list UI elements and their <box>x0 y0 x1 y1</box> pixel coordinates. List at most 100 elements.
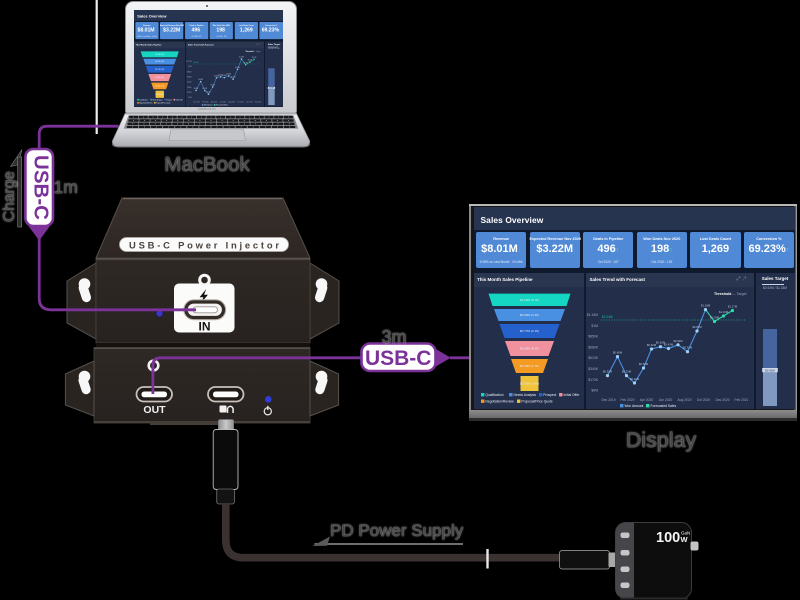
svg-text:$0.66M: $0.66M <box>612 351 622 355</box>
svg-text:Negotiation/Review: Negotiation/Review <box>485 400 514 404</box>
svg-text:$1.04M (3.7K): $1.04M (3.7K) <box>519 298 538 302</box>
svg-text:$0.60M (1.7K): $0.60M (1.7K) <box>519 364 538 368</box>
svg-text:$0.50M: $0.50M <box>638 362 648 366</box>
svg-text:$0.32M: $0.32M <box>621 370 631 374</box>
svg-text:$850K: $850K <box>588 335 599 339</box>
svg-text:Threshold: Threshold <box>245 51 253 53</box>
svg-text:$1.17M: $1.17M <box>252 57 256 59</box>
svg-text:$0.43M: $0.43M <box>663 343 673 347</box>
svg-text:W: W <box>681 535 689 544</box>
svg-text:$0.11M: $0.11M <box>629 377 639 381</box>
svg-text:IN: IN <box>199 320 211 334</box>
svg-text:$0.87M: $0.87M <box>235 67 239 69</box>
svg-text:Aug 2020: Aug 2020 <box>677 398 691 402</box>
svg-text:Proposal/Price Quote: Proposal/Price Quote <box>521 400 553 404</box>
svg-text:$0.60M (1.7K): $0.60M (1.7K) <box>155 86 164 88</box>
svg-text:$1.03M: $1.03M <box>244 63 248 65</box>
svg-text:$1.03M: $1.03M <box>709 316 719 320</box>
svg-text:$0.62M: $0.62M <box>227 74 231 76</box>
svg-text:OUT: OUT <box>143 404 166 416</box>
svg-text:Jun 2020: Jun 2020 <box>220 102 226 104</box>
svg-text:$0.32M: $0.32M <box>194 88 198 90</box>
svg-text:$0.77M (2.1K): $0.77M (2.1K) <box>519 329 538 333</box>
svg-text:USB-C: USB-C <box>29 155 52 220</box>
svg-text:— Target: — Target <box>732 292 747 296</box>
svg-text:$1.19M: $1.19M <box>239 57 243 59</box>
svg-text:$0.32M: $0.32M <box>602 370 612 374</box>
svg-text:Forecasted Sales: Forecasted Sales <box>650 404 676 408</box>
svg-text:$510K: $510K <box>588 356 599 360</box>
svg-text:Needs Analysis: Needs Analysis <box>152 99 163 102</box>
svg-text:$170K: $170K <box>187 92 192 94</box>
svg-text:Aug 2020: Aug 2020 <box>228 101 235 104</box>
svg-text:Threshold: Threshold <box>714 292 731 296</box>
svg-text:$0.32M: $0.32M <box>231 77 235 79</box>
svg-text:$0.92M: $0.92M <box>269 88 274 90</box>
svg-text:Proposal/Price Quote: Proposal/Price Quote <box>156 102 171 105</box>
svg-text:Prospect: Prospect <box>543 393 556 397</box>
svg-text:Negotiation/Review: Negotiation/Review <box>139 102 153 105</box>
svg-text:$0.62M: $0.62M <box>218 75 222 77</box>
svg-text:Jun 2020: Jun 2020 <box>658 398 672 402</box>
svg-text:$340K: $340K <box>588 367 599 371</box>
svg-text:$0.92M (4.3K): $0.92M (4.3K) <box>519 313 538 317</box>
svg-text:Apr 2020: Apr 2020 <box>211 101 217 104</box>
svg-text:$0M: $0M <box>189 97 193 99</box>
svg-text:Feb 2020: Feb 2020 <box>620 398 634 402</box>
svg-text:— Target: — Target <box>254 50 261 53</box>
svg-text:$0.62M: $0.62M <box>655 341 665 345</box>
svg-text:Qualification: Qualification <box>485 393 503 397</box>
svg-text:$0.55M (0.8K): $0.55M (0.8K) <box>519 382 538 386</box>
svg-text:Oct 2020: Oct 2020 <box>696 398 710 402</box>
svg-text:$0.62M: $0.62M <box>646 343 656 347</box>
svg-text:Initial Offer: Initial Offer <box>176 99 184 102</box>
svg-text:Prospect: Prospect <box>166 99 173 102</box>
svg-text:$0.77M (2.1K): $0.77M (2.1K) <box>155 69 164 71</box>
svg-text:Initial Offer: Initial Offer <box>563 393 580 397</box>
svg-text:Forecasted Sales: Forecasted Sales <box>216 104 228 107</box>
svg-text:$680K: $680K <box>588 345 599 349</box>
svg-text:$510K: $510K <box>187 82 192 84</box>
svg-text:Won Amount: Won Amount <box>624 404 643 408</box>
svg-text:Needs Analysis: Needs Analysis <box>513 393 536 397</box>
svg-text:$0.62M: $0.62M <box>214 76 218 78</box>
svg-text:Dec 2019: Dec 2019 <box>193 102 200 104</box>
svg-text:$0.69M (8.1K): $0.69M (8.1K) <box>519 347 538 351</box>
svg-text:Feb 2021: Feb 2021 <box>734 398 748 402</box>
svg-text:Won Amount: Won Amount <box>204 104 213 107</box>
svg-text:GaN: GaN <box>681 531 690 536</box>
svg-text:$0.69M (8.1K): $0.69M (8.1K) <box>155 77 164 79</box>
svg-text:$1.04M: $1.04M <box>193 62 199 64</box>
svg-text:Dec 2020: Dec 2020 <box>715 398 729 402</box>
svg-text:$170K: $170K <box>588 378 599 382</box>
svg-text:$1M: $1M <box>591 324 598 328</box>
svg-text:$0.92M: $0.92M <box>765 368 775 372</box>
svg-text:Feb 2020: Feb 2020 <box>202 102 209 104</box>
svg-text:$1M: $1M <box>189 67 193 69</box>
svg-text:Oct 2020: Oct 2020 <box>237 101 243 104</box>
svg-text:$0.11M: $0.11M <box>206 92 210 94</box>
svg-text:$0.87M: $0.87M <box>692 325 702 329</box>
svg-text:$1.10M: $1.10M <box>718 310 728 314</box>
svg-text:$680K: $680K <box>187 77 192 79</box>
svg-text:Dec 2019: Dec 2019 <box>601 398 615 402</box>
svg-text:$1.15M: $1.15M <box>186 61 192 63</box>
svg-text:$1.19M: $1.19M <box>700 304 710 308</box>
svg-text:$0.43M: $0.43M <box>222 75 226 77</box>
svg-text:$1.15M: $1.15M <box>586 313 597 317</box>
svg-text:$850K: $850K <box>187 72 192 74</box>
svg-text:Dec 2020: Dec 2020 <box>246 102 253 104</box>
svg-text:$0.55M (0.8K): $0.55M (0.8K) <box>155 94 164 96</box>
svg-text:$0.50M: $0.50M <box>211 85 215 87</box>
svg-text:$1.10M: $1.10M <box>248 60 252 62</box>
svg-text:Apr 2020: Apr 2020 <box>639 398 653 402</box>
svg-text:USB-C: USB-C <box>365 347 432 370</box>
svg-text:$0M: $0M <box>591 389 598 393</box>
svg-text:$0.32M: $0.32M <box>682 346 692 350</box>
svg-text:$340K: $340K <box>187 87 192 89</box>
svg-text:$0.62M: $0.62M <box>673 339 683 343</box>
svg-text:Feb 2021: Feb 2021 <box>255 102 262 104</box>
svg-text:$1.04M: $1.04M <box>602 315 613 319</box>
svg-text:$0.32M: $0.32M <box>203 88 207 90</box>
svg-text:$1.04M (3.7K): $1.04M (3.7K) <box>155 54 164 56</box>
